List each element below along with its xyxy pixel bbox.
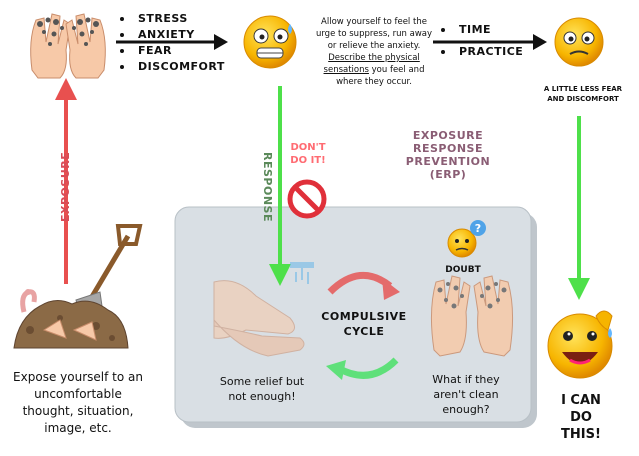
shovel-dirt-icon [13, 224, 143, 349]
response-arrow [269, 86, 291, 286]
exposure-label: EXPOSURE [59, 151, 72, 222]
anxious-face-icon [243, 15, 297, 69]
compulsive-cycle-label: COMPULSIVE CYCLE [321, 310, 407, 338]
black-arrow-2 [433, 34, 547, 50]
tools-list: TIME PRACTICE [441, 22, 541, 60]
response-label: RESPONSE [261, 152, 274, 222]
i-can-do-this-label: I CAN DO THIS! [561, 393, 601, 442]
washing-hands-icon [213, 262, 314, 357]
urge-text-line1: Allow yourself to feel the urge to suppr… [315, 17, 433, 51]
what-if-text: What if they aren't clean enough? [432, 373, 500, 416]
svg-text:?: ? [475, 222, 481, 235]
list-item: PRACTICE [441, 44, 541, 60]
forbidden-sign-icon [287, 179, 327, 219]
stressor-list: STRESS ANXIETY FEAR DISCOMFORT [120, 11, 230, 75]
expose-text: Expose yourself to an uncomfortable thou… [13, 370, 143, 435]
list-item: FEAR [120, 43, 230, 59]
cycle-arrow-red [327, 271, 400, 300]
list-item: DISCOMFORT [120, 59, 230, 75]
urge-description: Allow yourself to feel the urge to suppr… [312, 16, 436, 88]
compulsive-cycle-panel [174, 206, 537, 428]
less-fear-label: A LITTLE LESS FEAR AND DISCOMFORT [543, 85, 623, 103]
urge-text-line2: you feel and where they occur. [336, 65, 425, 87]
doubt-label: DOUBT [445, 265, 481, 275]
urge-text-underlined: Describe the physical sensations [323, 53, 420, 75]
black-arrow-1 [116, 34, 228, 50]
dirty-hands-top-icon [30, 13, 106, 79]
exposure-arrow [55, 78, 77, 284]
relief-text: Some relief but not enough! [219, 375, 305, 403]
list-item: STRESS [120, 11, 230, 27]
worried-face-icon [554, 17, 604, 67]
cycle-arrow-green [326, 357, 399, 380]
erp-title: EXPOSURE RESPONSE PREVENTION (ERP) [405, 129, 491, 181]
list-item: ANXIETY [120, 27, 230, 43]
doubt-face-icon: ? [447, 220, 486, 258]
less-fear-arrow [568, 116, 590, 300]
dirty-hands-cycle-icon [430, 275, 514, 357]
list-item: TIME [441, 22, 541, 44]
dont-do-it-label: DON'T DO IT! [290, 142, 326, 166]
happy-face-icon [547, 310, 613, 379]
